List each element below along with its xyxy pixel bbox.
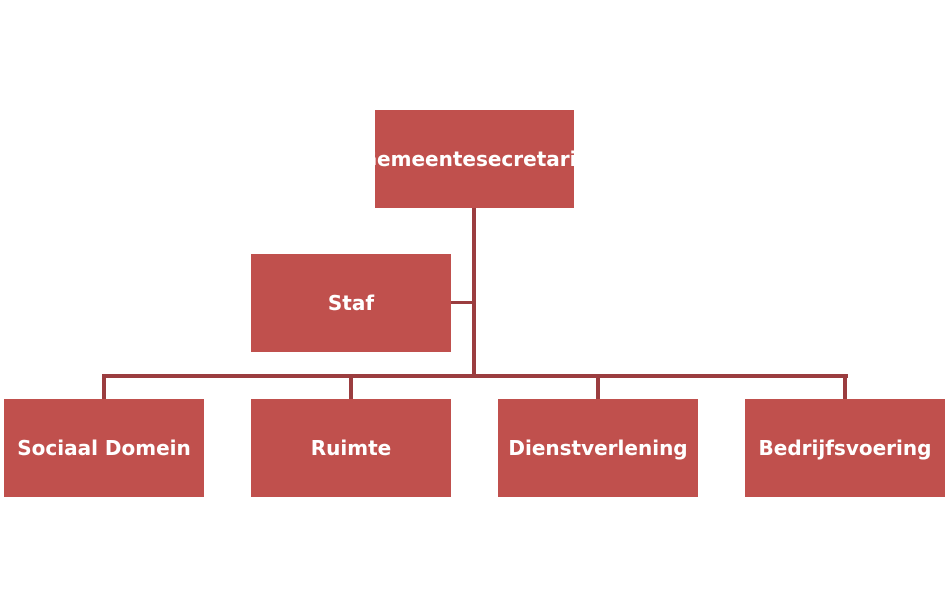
node-gemeentesecretaris[interactable]: Gemeentesecretaris xyxy=(361,110,588,208)
node-sociaal-domein[interactable]: Sociaal Domein xyxy=(4,399,204,497)
connector-staf xyxy=(451,301,474,304)
node-staf[interactable]: Staf xyxy=(251,254,451,352)
connector-drop-dienstverlening xyxy=(596,374,600,399)
node-label: Sociaal Domein xyxy=(17,436,191,460)
node-ruimte[interactable]: Ruimte xyxy=(251,399,451,497)
node-dienstverlening[interactable]: Dienstverlening xyxy=(498,399,698,497)
connector-trunk xyxy=(472,208,476,378)
connector-drop-sociaal-domein xyxy=(102,374,106,399)
node-label: Ruimte xyxy=(310,436,392,460)
connector-bus xyxy=(102,374,848,378)
node-label: Gemeentesecretaris xyxy=(360,147,589,171)
node-label: Dienstverlening xyxy=(508,436,688,460)
node-label: Staf xyxy=(327,291,375,315)
node-label: Bedrijfsvoering xyxy=(758,436,932,460)
node-bedrijfsvoering[interactable]: Bedrijfsvoering xyxy=(745,399,945,497)
connector-drop-bedrijfsvoering xyxy=(843,374,847,399)
connector-drop-ruimte xyxy=(349,374,353,399)
